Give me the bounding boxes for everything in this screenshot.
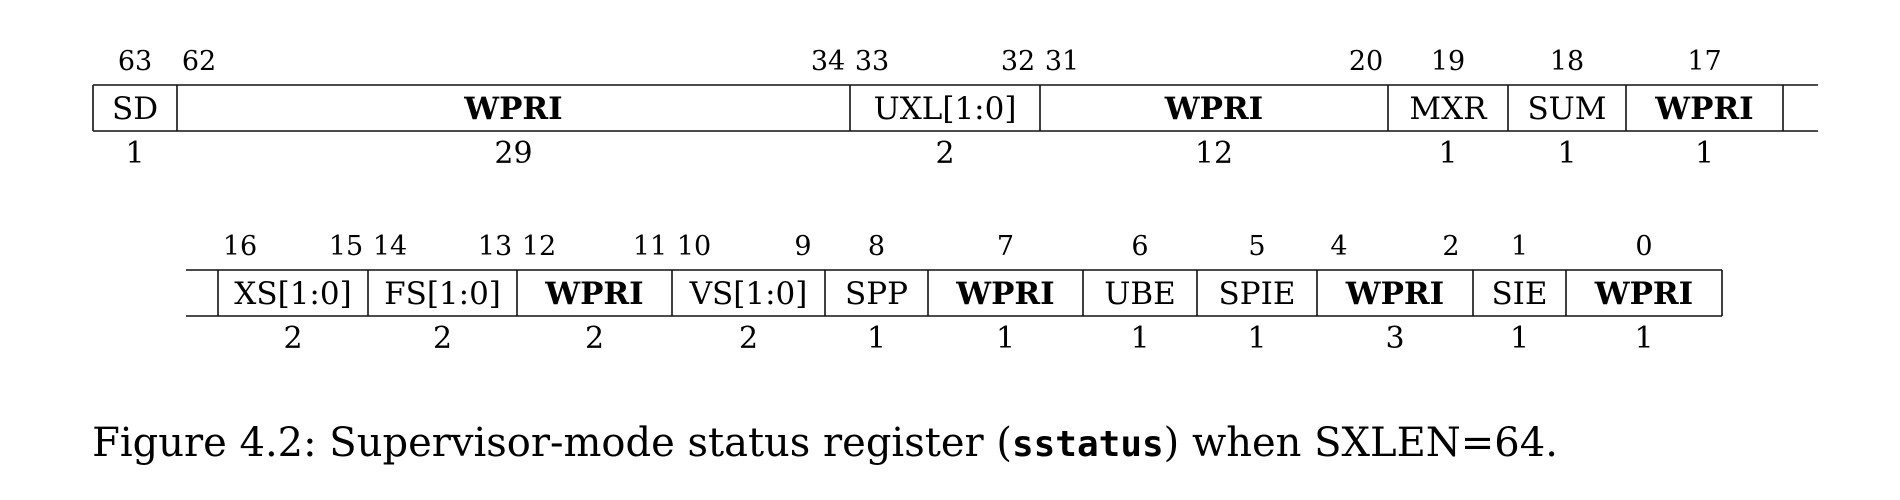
bit-position-high: 14: [373, 231, 407, 262]
bit-position: 17: [1687, 46, 1721, 77]
field-name: FS[1:0]: [384, 276, 501, 312]
bit-position-low: 2: [1442, 231, 1459, 262]
bit-position: 0: [1635, 231, 1652, 262]
field-width: 1: [1438, 136, 1457, 171]
field-name: VS[1:0]: [689, 276, 808, 312]
bit-position-low: 20: [1349, 46, 1383, 77]
field-name: WPRI: [1594, 276, 1693, 312]
bit-position-high: 4: [1330, 231, 1347, 262]
bit-position-low: 32: [1001, 46, 1035, 77]
bit-position: 1: [1511, 231, 1528, 262]
field-width: 2: [433, 321, 452, 356]
field-name: SD: [112, 91, 158, 127]
bit-position-high: 10: [677, 231, 711, 262]
field-width: 1: [1695, 136, 1714, 171]
bit-position-low: 15: [329, 231, 363, 262]
field-width: 1: [1130, 321, 1149, 356]
field-name: WPRI: [955, 276, 1054, 312]
figure-caption: Figure 4.2: Supervisor-mode status regis…: [92, 420, 1558, 466]
bit-position: 6: [1131, 231, 1148, 262]
bit-position-low: 13: [478, 231, 512, 262]
field-width: 3: [1385, 321, 1404, 356]
caption-suffix: ) when SXLEN=64.: [1164, 420, 1558, 466]
field-name: WPRI: [463, 91, 562, 127]
field-name: WPRI: [1654, 91, 1753, 127]
field-width: 12: [1195, 136, 1233, 171]
caption-code: sstatus: [1012, 424, 1164, 465]
field-width: 29: [494, 136, 532, 171]
bit-position-high: 62: [182, 46, 216, 77]
caption-prefix: Figure 4.2: Supervisor-mode status regis…: [92, 420, 1012, 466]
field-name: SUM: [1527, 91, 1606, 127]
field-width: 1: [996, 321, 1015, 356]
bit-position-high: 33: [855, 46, 889, 77]
field-name: WPRI: [1164, 91, 1263, 127]
bit-position-low: 9: [794, 231, 811, 262]
field-width: 2: [585, 321, 604, 356]
bit-position-low: 34: [811, 46, 845, 77]
bit-position: 8: [868, 231, 885, 262]
field-name: SPIE: [1219, 276, 1296, 312]
field-width: 2: [935, 136, 954, 171]
field-name: MXR: [1409, 91, 1488, 127]
bit-position: 5: [1248, 231, 1265, 262]
field-width: 1: [867, 321, 886, 356]
bit-position: 18: [1550, 46, 1584, 77]
bit-position: 19: [1431, 46, 1465, 77]
field-name: SPP: [845, 276, 908, 312]
field-width: 1: [1557, 136, 1576, 171]
field-name: WPRI: [544, 276, 643, 312]
bit-position-high: 16: [223, 231, 257, 262]
field-width: 2: [283, 321, 302, 356]
bit-position: 63: [118, 46, 152, 77]
bit-position-high: 12: [522, 231, 556, 262]
bit-position-low: 11: [633, 231, 667, 262]
field-width: 1: [1510, 321, 1529, 356]
field-width: 1: [125, 136, 144, 171]
field-width: 2: [739, 321, 758, 356]
bit-position: 7: [997, 231, 1014, 262]
field-name: XS[1:0]: [234, 276, 351, 312]
field-name: WPRI: [1345, 276, 1444, 312]
field-name: UXL[1:0]: [874, 91, 1017, 127]
bit-position-high: 31: [1045, 46, 1079, 77]
field-name: SIE: [1491, 276, 1547, 312]
field-width: 1: [1247, 321, 1266, 356]
field-name: UBE: [1104, 276, 1176, 312]
field-width: 1: [1634, 321, 1653, 356]
